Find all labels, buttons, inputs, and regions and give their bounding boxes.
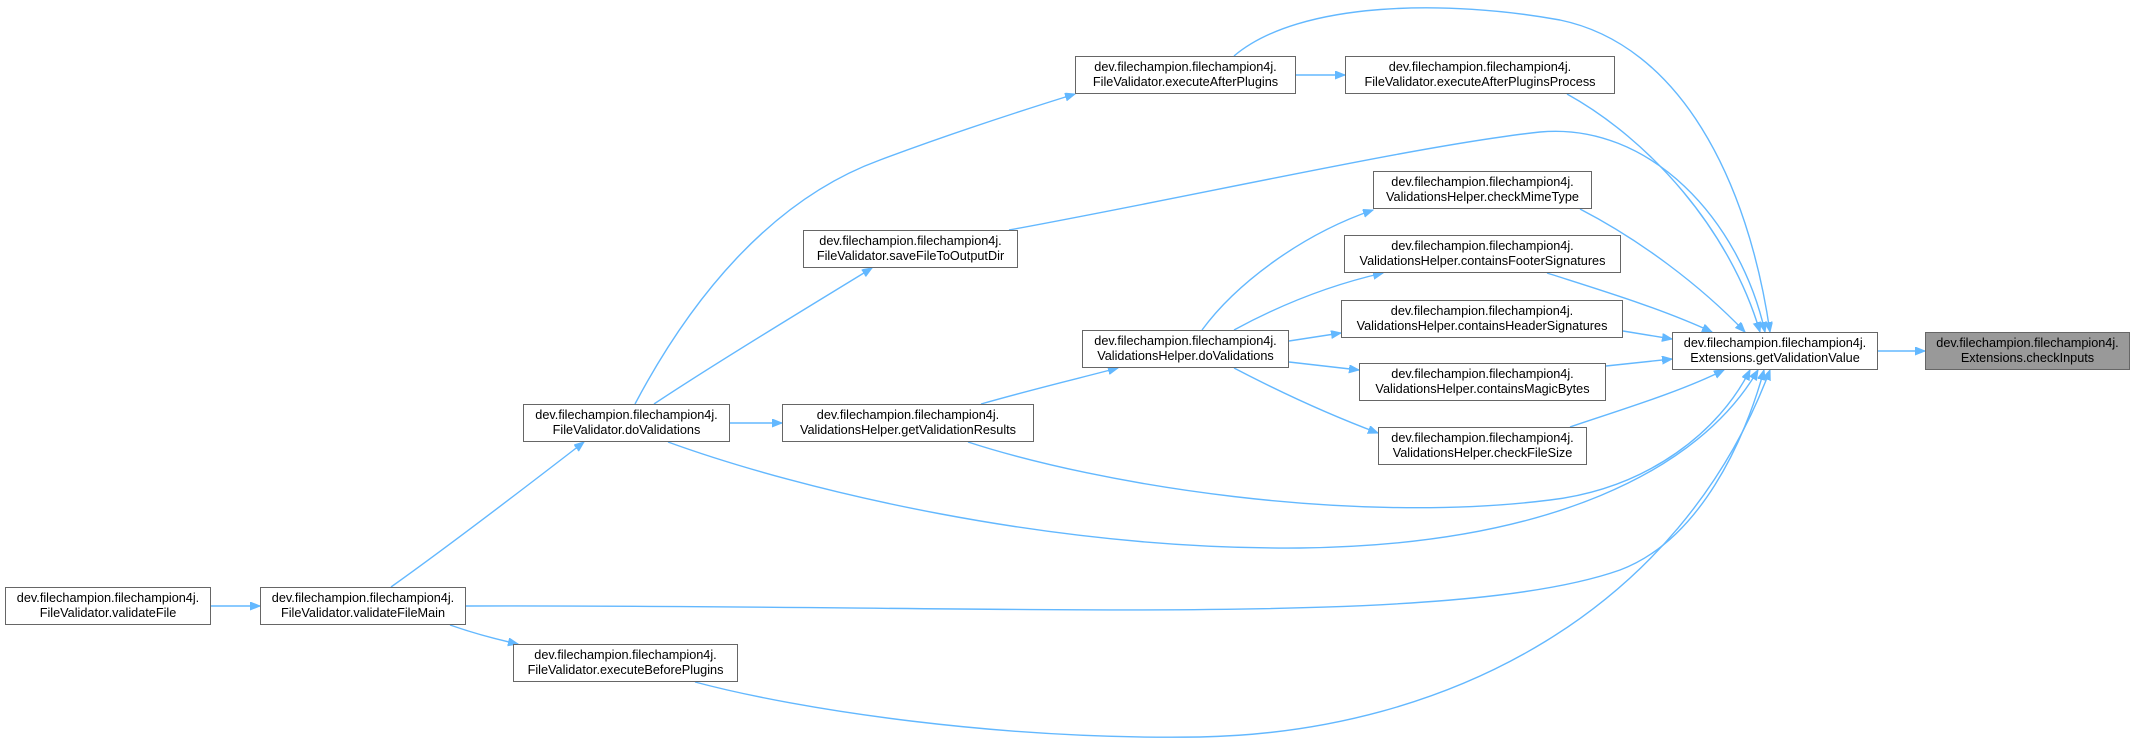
node-package-label: dev.filechampion.filechampion4j. — [1094, 334, 1277, 348]
node-member-label: ValidationsHelper.getValidationResults — [799, 423, 1017, 437]
edge-containsfootersignatures-to-getvalidationvalue — [1546, 272, 1712, 333]
node-package-label: dev.filechampion.filechampion4j. — [816, 408, 1000, 422]
edge-validationshelper-dovalidations-to-containsheadersignatures — [1288, 333, 1341, 342]
node-member-label: FileValidator.validateFileMain — [280, 606, 446, 620]
node-package-label: dev.filechampion.filechampion4j. — [1388, 60, 1572, 74]
node-package-label: dev.filechampion.filechampion4j. — [1094, 60, 1277, 74]
edge-validationshelper-dovalidations-to-checkfilesize — [1233, 367, 1378, 433]
node-extensions-checkinputs: dev.filechampion.filechampion4j. Extensi… — [1925, 332, 2130, 370]
node-member-label: ValidationsHelper.containsMagicBytes — [1375, 382, 1590, 396]
node-package-label: dev.filechampion.filechampion4j. — [1391, 431, 1574, 445]
node-package-label: dev.filechampion.filechampion4j. — [535, 408, 718, 422]
edge-validatefilemain-to-getvalidationvalue — [465, 370, 1764, 611]
edge-executeafterplugins-to-getvalidationvalue — [1233, 7, 1770, 332]
node-package-label: dev.filechampion.filechampion4j. — [1391, 175, 1574, 189]
node-validationshelper-getvalidationresults[interactable]: dev.filechampion.filechampion4j. Validat… — [782, 404, 1034, 442]
edge-checkmimetype-to-getvalidationvalue — [1579, 208, 1745, 332]
edge-getvalidationresults-to-getvalidationvalue — [967, 370, 1751, 509]
node-filevalidator-executeafterplugins[interactable]: dev.filechampion.filechampion4j. FileVal… — [1075, 56, 1296, 94]
node-package-label: dev.filechampion.filechampion4j. — [534, 648, 717, 662]
node-validationshelper-containsmagicbytes[interactable]: dev.filechampion.filechampion4j. Validat… — [1359, 363, 1606, 401]
node-member-label: ValidationsHelper.checkFileSize — [1392, 446, 1573, 460]
node-member-label: FileValidator.doValidations — [552, 423, 701, 437]
node-member-label: ValidationsHelper.doValidations — [1097, 349, 1274, 363]
node-filevalidator-dovalidations[interactable]: dev.filechampion.filechampion4j. FileVal… — [523, 404, 730, 442]
node-member-label: Extensions.checkInputs — [1960, 351, 2095, 365]
edge-checkfilesize-to-getvalidationvalue — [1569, 369, 1724, 428]
node-package-label: dev.filechampion.filechampion4j. — [1936, 336, 2119, 350]
node-filevalidator-savefiletooutputdir[interactable]: dev.filechampion.filechampion4j. FileVal… — [803, 230, 1018, 268]
node-package-label: dev.filechampion.filechampion4j. — [1391, 239, 1574, 253]
edge-filevalidator-dovalidations-to-getvalidationvalue — [667, 370, 1758, 549]
node-filevalidator-executeafterpluginsprocess[interactable]: dev.filechampion.filechampion4j. FileVal… — [1345, 56, 1615, 94]
edge-validationshelper-dovalidations-to-checkmimetype — [1201, 210, 1373, 331]
node-member-label: FileValidator.executeAfterPluginsProcess — [1364, 75, 1596, 89]
node-member-label: ValidationsHelper.containsFooterSignatur… — [1359, 254, 1606, 268]
edge-validationshelper-dovalidations-to-containsfootersignatures — [1233, 273, 1383, 331]
edge-getvalidationresults-to-validationshelper-dovalidations — [980, 368, 1118, 405]
edge-filevalidator-dovalidations-to-savefiletooutputdir — [653, 268, 872, 405]
node-package-label: dev.filechampion.filechampion4j. — [1390, 304, 1574, 318]
node-member-label: ValidationsHelper.containsHeaderSignatur… — [1356, 319, 1608, 333]
node-package-label: dev.filechampion.filechampion4j. — [16, 591, 200, 605]
node-validationshelper-dovalidations[interactable]: dev.filechampion.filechampion4j. Validat… — [1082, 330, 1289, 368]
node-member-label: FileValidator.validateFile — [39, 606, 177, 620]
node-filevalidator-validatefilemain[interactable]: dev.filechampion.filechampion4j. FileVal… — [260, 587, 466, 625]
node-member-label: Extensions.getValidationValue — [1690, 351, 1860, 365]
node-package-label: dev.filechampion.filechampion4j. — [819, 234, 1002, 248]
node-member-label: FileValidator.saveFileToOutputDir — [816, 249, 1005, 263]
edge-validatefilemain-to-executebeforeplugins — [449, 624, 518, 644]
edge-validatefilemain-to-filevalidator-dovalidations — [390, 442, 584, 588]
node-validationshelper-containsfootersignatures[interactable]: dev.filechampion.filechampion4j. Validat… — [1344, 235, 1621, 273]
node-validationshelper-checkmimetype[interactable]: dev.filechampion.filechampion4j. Validat… — [1373, 171, 1592, 209]
node-filevalidator-executebeforeplugins[interactable]: dev.filechampion.filechampion4j. FileVal… — [513, 644, 738, 682]
node-package-label: dev.filechampion.filechampion4j. — [1683, 336, 1867, 350]
node-member-label: FileValidator.executeAfterPlugins — [1092, 75, 1279, 89]
node-package-label: dev.filechampion.filechampion4j. — [1391, 367, 1574, 381]
edge-containsheadersignatures-to-getvalidationvalue — [1622, 330, 1672, 339]
edge-savefiletooutputdir-to-getvalidationvalue — [1008, 130, 1765, 332]
edge-executeafterpluginsprocess-to-getvalidationvalue — [1566, 93, 1760, 332]
edge-validationshelper-dovalidations-to-containsmagicbytes — [1288, 361, 1359, 370]
node-member-label: FileValidator.executeBeforePlugins — [527, 663, 724, 677]
edge-filevalidator-dovalidations-to-executeafterplugins — [634, 94, 1075, 405]
edge-containsmagicbytes-to-getvalidationvalue — [1605, 359, 1672, 367]
node-extensions-getvalidationvalue[interactable]: dev.filechampion.filechampion4j. Extensi… — [1672, 332, 1878, 370]
node-filevalidator-validatefile[interactable]: dev.filechampion.filechampion4j. FileVal… — [5, 587, 211, 625]
node-validationshelper-containsheadersignatures[interactable]: dev.filechampion.filechampion4j. Validat… — [1341, 300, 1623, 338]
node-validationshelper-checkfilesize[interactable]: dev.filechampion.filechampion4j. Validat… — [1378, 427, 1587, 465]
node-package-label: dev.filechampion.filechampion4j. — [271, 591, 455, 605]
node-member-label: ValidationsHelper.checkMimeType — [1386, 190, 1579, 204]
edge-executebeforeplugins-to-getvalidationvalue — [694, 370, 1770, 738]
